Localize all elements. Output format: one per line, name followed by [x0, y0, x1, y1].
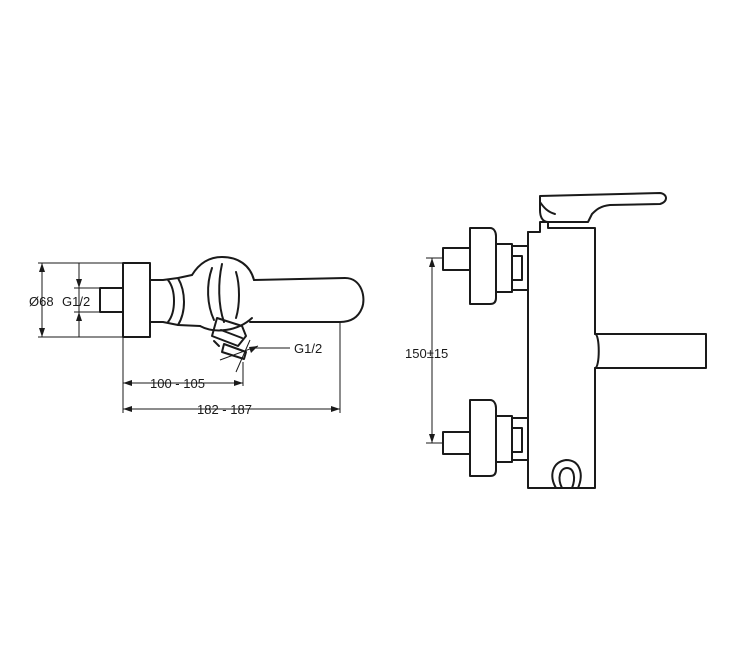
label-thread-outlet: G1/2 [294, 341, 322, 356]
dimension-thread-outlet [219, 339, 290, 373]
label-centre-distance: 150±15 [405, 346, 448, 361]
label-projection-long: 182 - 187 [197, 402, 252, 417]
side-view-body [99, 256, 365, 360]
label-projection-short: 100 - 105 [150, 376, 205, 391]
dimension-thread-inlet [74, 263, 100, 337]
dimension-centre-distance [426, 257, 443, 444]
dimension-diameter [38, 262, 123, 338]
label-thread-inlet: G1/2 [62, 294, 90, 309]
dimension-projection-long [123, 322, 341, 413]
label-diameter: Ø68 [29, 294, 54, 309]
dimension-projection-short [122, 337, 244, 413]
front-view-connector-upper [442, 227, 529, 305]
front-view: 150±15 [405, 192, 707, 489]
side-view: Ø68 G1/2 G1/2 100 - 105 182 - 187 [29, 256, 365, 417]
front-view-connector-lower [442, 399, 529, 477]
front-view-body [527, 192, 707, 489]
